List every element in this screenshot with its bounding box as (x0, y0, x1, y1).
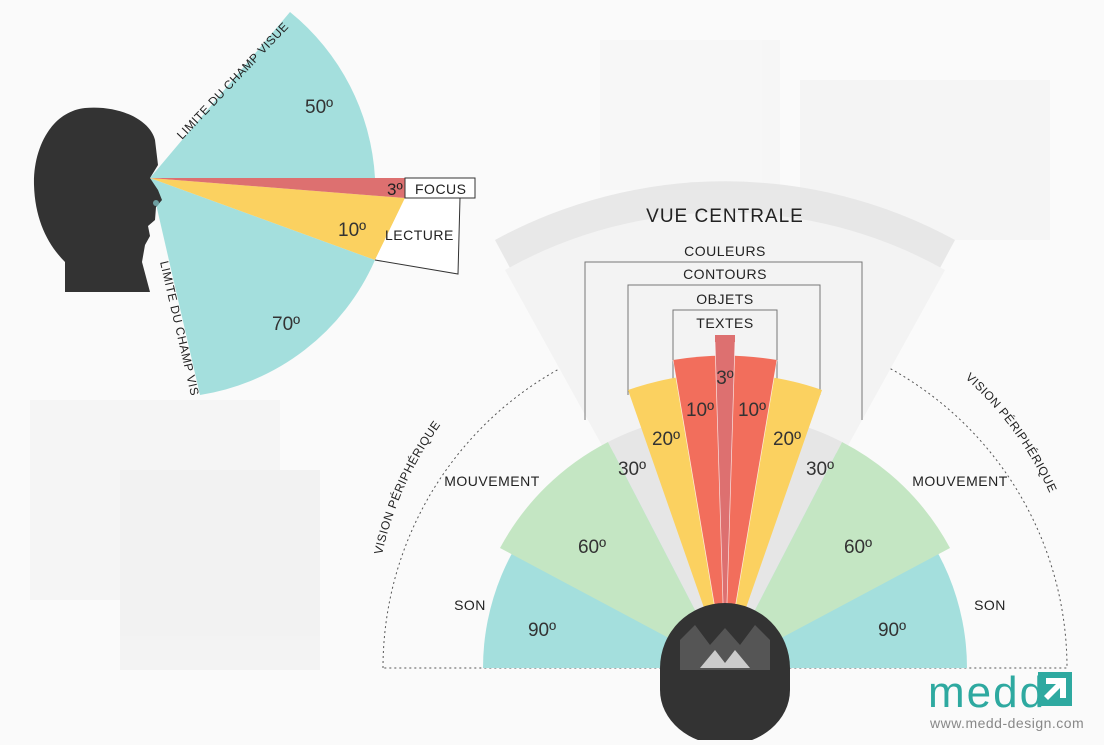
thirty-right-angle: 30º (806, 459, 834, 480)
reading-label: LECTURE (385, 227, 454, 243)
movement-label-left: MOUVEMENT (444, 473, 540, 489)
sixty-right-angle: 60º (844, 537, 872, 558)
movement-label-right: MOUVEMENT (912, 473, 1008, 489)
central-view-title: VUE CENTRALE (646, 206, 804, 227)
focus-label-box (404, 177, 476, 199)
ninety-right-angle: 90º (878, 620, 906, 641)
peripheral-arc (382, 325, 1068, 669)
brand-mark-icon (1038, 672, 1072, 706)
lower-field-sector (150, 178, 375, 395)
couleurs-box (584, 261, 863, 420)
contours-box (627, 284, 821, 395)
peripheral-label-left: VISION PÉRIPHÉRIQUE (371, 418, 443, 556)
ninety-left-angle: 90º (528, 620, 556, 641)
focus-sector (150, 178, 405, 198)
focus-label: FOCUS (415, 181, 467, 197)
upper-angle: 50º (305, 97, 333, 118)
zone-textes: TEXTES (696, 315, 753, 331)
focus-angle: 3º (387, 180, 403, 199)
brand: medd www.medd-design.com (928, 668, 1084, 731)
textes-box (715, 335, 735, 343)
top-view: VUE CENTRALE COULEURS CONTOURS OBJETS TE… (371, 181, 1068, 745)
focus-sector-top (715, 342, 735, 668)
reading-angle: 10º (338, 220, 366, 241)
sound-label-left: SON (454, 597, 486, 613)
zone-contours: CONTOURS (683, 266, 767, 282)
focus-angle-top: 3º (716, 368, 734, 389)
thirty-left-angle: 30º (618, 459, 646, 480)
brand-logo: medd (928, 668, 1046, 717)
eye-dot (153, 200, 159, 206)
upper-field-sector (150, 12, 375, 178)
movement-sector-right (725, 442, 950, 668)
zone-couleurs: COULEURS (684, 243, 766, 259)
brand-url: www.medd-design.com (929, 715, 1084, 731)
side-view: 50º 70º 3º FOCUS 10º LECTURE LIMITE DU C… (0, 0, 476, 397)
reading-sector (150, 178, 405, 260)
head-top-view (660, 603, 790, 745)
ten-left-angle: 10º (686, 400, 714, 421)
objets-box (672, 309, 778, 380)
head-silhouette (33, 107, 162, 292)
movement-sector-left (500, 442, 725, 668)
twenty-left-angle: 20º (652, 429, 680, 450)
twenty-right-angle: 20º (773, 429, 801, 450)
ten-right-angle: 10º (738, 400, 766, 421)
sound-label-right: SON (974, 597, 1006, 613)
zone-objets: OBJETS (696, 291, 753, 307)
sixty-left-angle: 60º (578, 537, 606, 558)
lower-angle: 70º (272, 314, 300, 335)
